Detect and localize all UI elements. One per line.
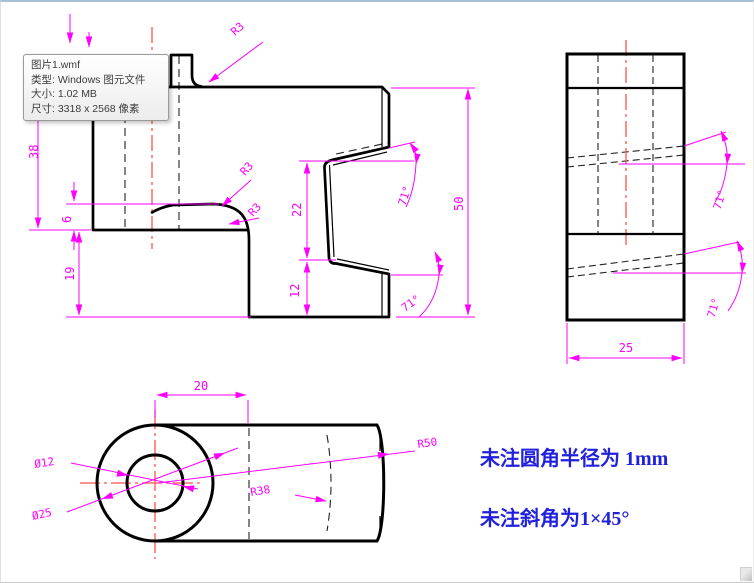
dim-50-label: 50: [452, 197, 466, 211]
radius-r3-top-label: R3: [228, 20, 247, 39]
bottom-outline: [95, 423, 386, 543]
radius-r50-label: R50: [417, 435, 438, 451]
tooltip-filename: 图片1.wmf: [31, 59, 81, 71]
dim-19-label: 19: [63, 267, 77, 281]
dia-12-label: Ø12: [33, 455, 55, 471]
radius-r3-mid-a-label: R3: [238, 159, 257, 178]
front-view: [91, 27, 391, 319]
angle-side-lower-label: 71°: [705, 296, 723, 319]
side-view: [565, 40, 686, 322]
technical-notes: 未注圆角半径为 1mm 未注斜角为1×45°: [480, 442, 668, 531]
dim-38-label: 38: [27, 145, 41, 159]
bottom-arrowheads: [102, 451, 389, 499]
tooltip-type: 类型: Windows 图元文件: [31, 73, 146, 86]
bottom-dimensions: 20 Ø12 Ø25 R38 R50: [31, 379, 438, 523]
side-inner-edges: [567, 86, 684, 236]
radius-r38-label: R38: [249, 483, 271, 499]
front-chamfer-edges: [328, 87, 390, 317]
note-chamfer: 未注斜角为1×45°: [480, 508, 630, 530]
resize-grip[interactable]: [740, 567, 752, 581]
note-fillet-radius: 未注圆角半径为 1mm: [480, 448, 669, 470]
dim-22-label: 22: [290, 203, 304, 217]
file-tooltip: 图片1.wmf 类型: Windows 图元文件 大小: 1.02 MB 尺寸:…: [23, 54, 169, 121]
dim-25-label: 25: [619, 341, 633, 355]
bottom-view: [80, 409, 386, 559]
dim-12-label: 12: [288, 284, 302, 298]
radius-r3-mid-b-label: R3: [246, 200, 265, 219]
tooltip-size: 大小: 1.02 MB: [31, 88, 97, 100]
angle-side-upper-label: 71°: [711, 188, 729, 211]
angle-front-lower-label: 71°: [399, 292, 423, 314]
dim-20-label: 20: [194, 379, 208, 393]
front-outline: [91, 53, 391, 319]
angle-front-upper-label: 71°: [396, 184, 415, 207]
dia-25-label: Ø25: [31, 506, 53, 523]
r38-hidden-arc: [326, 434, 332, 532]
front-dimensions: 38 6 19 22 12 50 R3 R3 R3 71° 71°: [27, 14, 475, 318]
front-hidden-lines: [124, 56, 388, 229]
side-dimensions: 25 71° 71°: [566, 130, 747, 364]
side-outline: [565, 52, 686, 322]
bottom-hidden-lines: [248, 428, 332, 539]
tooltip-dimensions: 尺寸: 3318 x 2568 像素: [31, 102, 140, 115]
dim-6-label: 6: [60, 216, 74, 223]
